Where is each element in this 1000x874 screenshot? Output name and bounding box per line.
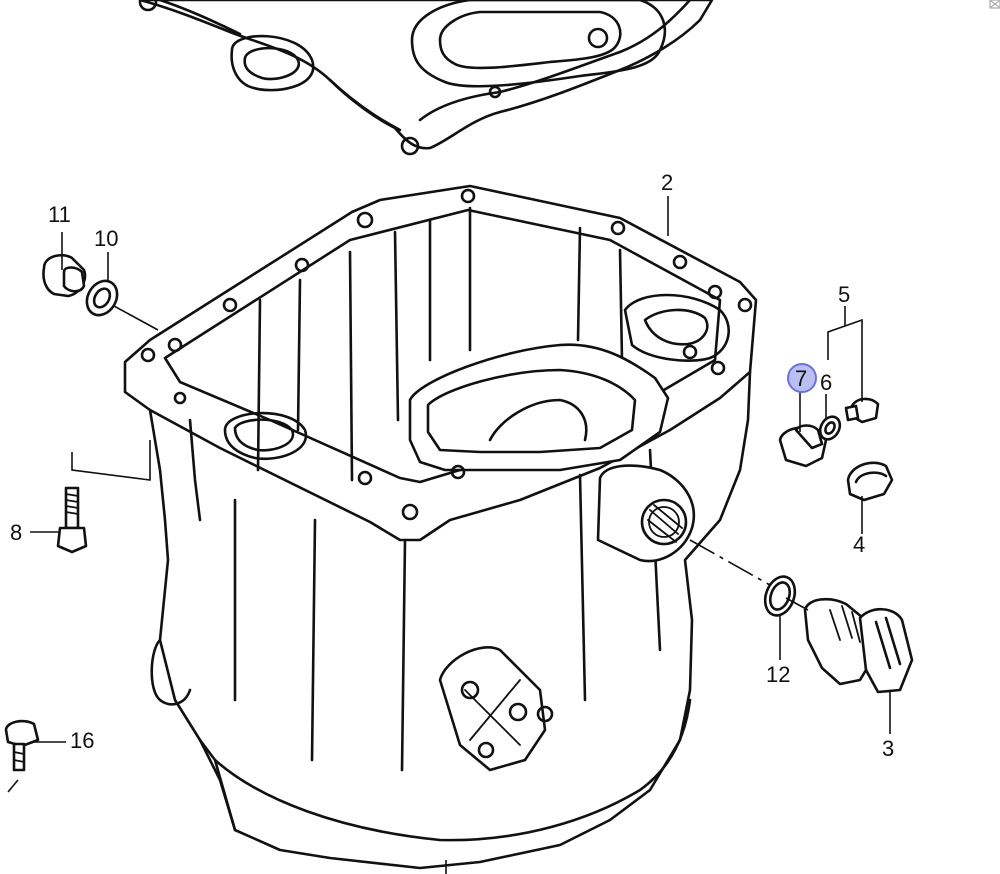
part-3-drain-plug: [803, 597, 914, 694]
part-10-washer: [85, 279, 119, 317]
part-12-ring: [763, 575, 797, 617]
callout-16: 16: [70, 728, 94, 753]
oil-pan: [123, 184, 758, 870]
part-11-plug: [42, 254, 87, 298]
callout-7-highlight[interactable]: [787, 363, 817, 393]
gasket: [138, 0, 714, 156]
part-6-oring: [818, 415, 842, 441]
callout-7[interactable]: 7: [795, 366, 807, 391]
part-8-bolt: [56, 486, 88, 554]
part-16-bolt: [4, 719, 40, 772]
callout-labels: 2 11 10 8 16 7 6 5 4 12 3: [10, 170, 894, 761]
callout-11: 11: [48, 202, 71, 227]
callout-12: 12: [766, 662, 790, 687]
corner-icon: [989, 0, 1000, 9]
callout-10: 10: [94, 226, 118, 251]
callout-8: 8: [10, 520, 22, 545]
part-4-cap: [846, 461, 894, 502]
part-7-fitting: [778, 424, 828, 468]
leader-lines: [7, 196, 891, 874]
callout-3: 3: [882, 736, 894, 761]
callout-6: 6: [820, 370, 832, 395]
callout-4: 4: [853, 532, 865, 557]
callout-5: 5: [838, 282, 850, 307]
part-5-sensor: [844, 397, 880, 424]
callout-2: 2: [661, 170, 673, 195]
